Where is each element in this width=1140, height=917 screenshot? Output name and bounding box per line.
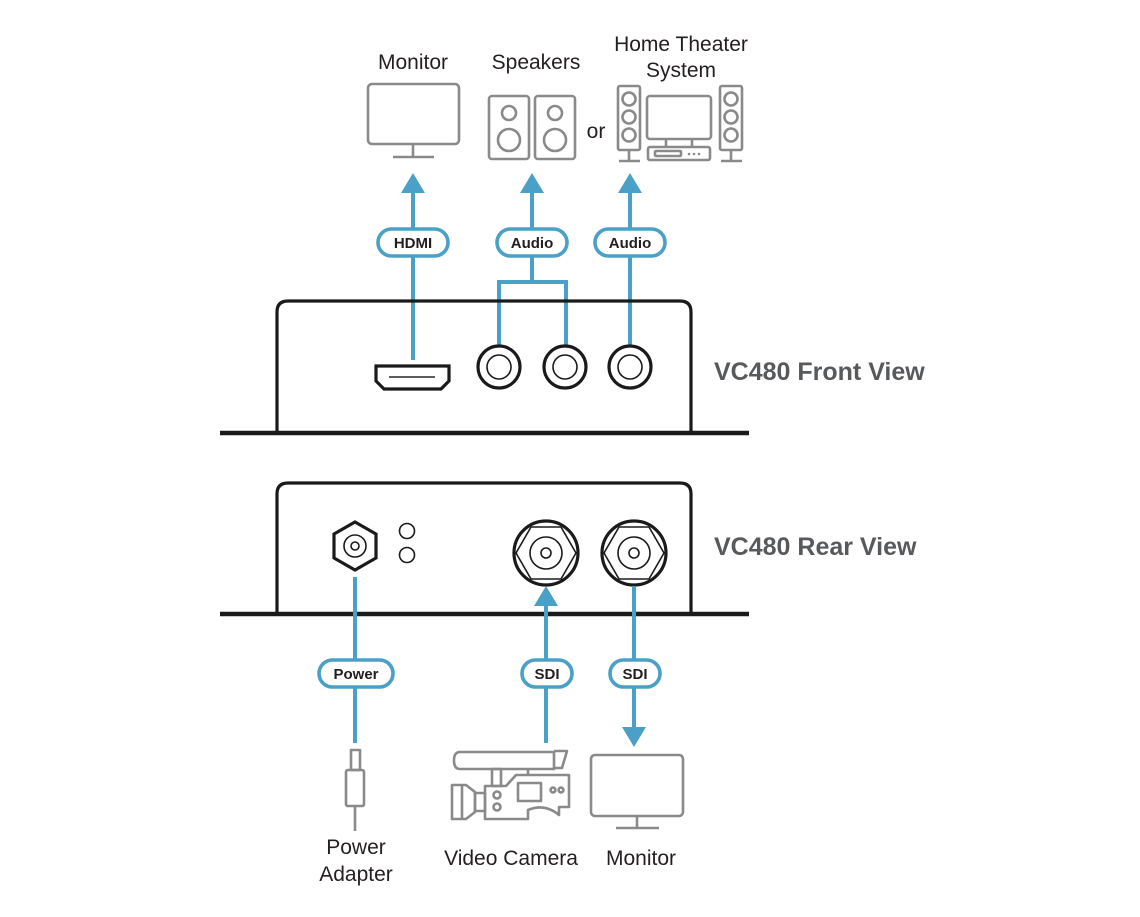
sdi-in-label-pill: SDI (520, 658, 574, 689)
sdi-out-label-pill: SDI (608, 658, 662, 689)
audio-cable-right (618, 173, 642, 346)
sdi-out-arrow-down-icon (622, 727, 646, 747)
audio-arrow-up-icon (520, 173, 544, 193)
power-plug-icon (344, 748, 366, 831)
power-label-pill: Power (317, 658, 395, 689)
led-indicator-icon (398, 546, 416, 564)
dc-power-port-icon (332, 520, 378, 572)
bnc-port-sdi-in-icon (512, 519, 580, 587)
speakers-label: Speakers (492, 51, 581, 74)
svg-text:SDI: SDI (622, 666, 647, 683)
home-theater-label-line2: System (646, 59, 716, 82)
top-monitor-label: Monitor (378, 51, 448, 74)
led-indicator-icon (398, 522, 416, 540)
rca-port-icon (542, 344, 588, 390)
power-adapter-label-line2: Adapter (319, 863, 393, 886)
rear-view-title: VC480 Rear View (714, 533, 917, 561)
svg-text:Audio: Audio (511, 235, 554, 252)
hdmi-label-pill: HDMI (376, 227, 450, 258)
rca-port-icon (607, 344, 653, 390)
vc480-front-panel (220, 299, 749, 436)
front-view-title: VC480 Front View (714, 358, 925, 386)
monitor-icon (366, 82, 461, 159)
svg-text:Power: Power (333, 666, 378, 683)
home-theater-label-line1: Home Theater (614, 33, 748, 56)
audio-right-arrow-up-icon (618, 173, 642, 193)
bottom-monitor-icon (589, 753, 685, 830)
bottom-monitor-label: Monitor (606, 847, 676, 870)
home-theater-icon (616, 84, 744, 163)
hdmi-port-icon (374, 364, 451, 391)
hdmi-cable (401, 173, 425, 360)
vc480-rear-panel (220, 481, 749, 617)
video-camera-icon (450, 749, 571, 821)
rca-port-icon (476, 344, 522, 390)
sdi-in-arrow-up-icon (534, 586, 558, 606)
hdmi-arrow-up-icon (401, 173, 425, 193)
stereo-audio-cable (497, 173, 568, 346)
audio-label-pill: Audio (495, 227, 569, 258)
speakers-icon (487, 94, 577, 161)
svg-text:HDMI: HDMI (394, 235, 432, 252)
bnc-port-sdi-out-icon (600, 519, 668, 587)
svg-text:SDI: SDI (534, 666, 559, 683)
sdi-output-cable (622, 586, 646, 747)
power-adapter-label-line1: Power (326, 836, 386, 859)
video-camera-label: Video Camera (444, 847, 578, 870)
svg-text:Audio: Audio (609, 235, 652, 252)
or-label: or (587, 120, 606, 143)
audio-right-label-pill: Audio (593, 227, 667, 258)
